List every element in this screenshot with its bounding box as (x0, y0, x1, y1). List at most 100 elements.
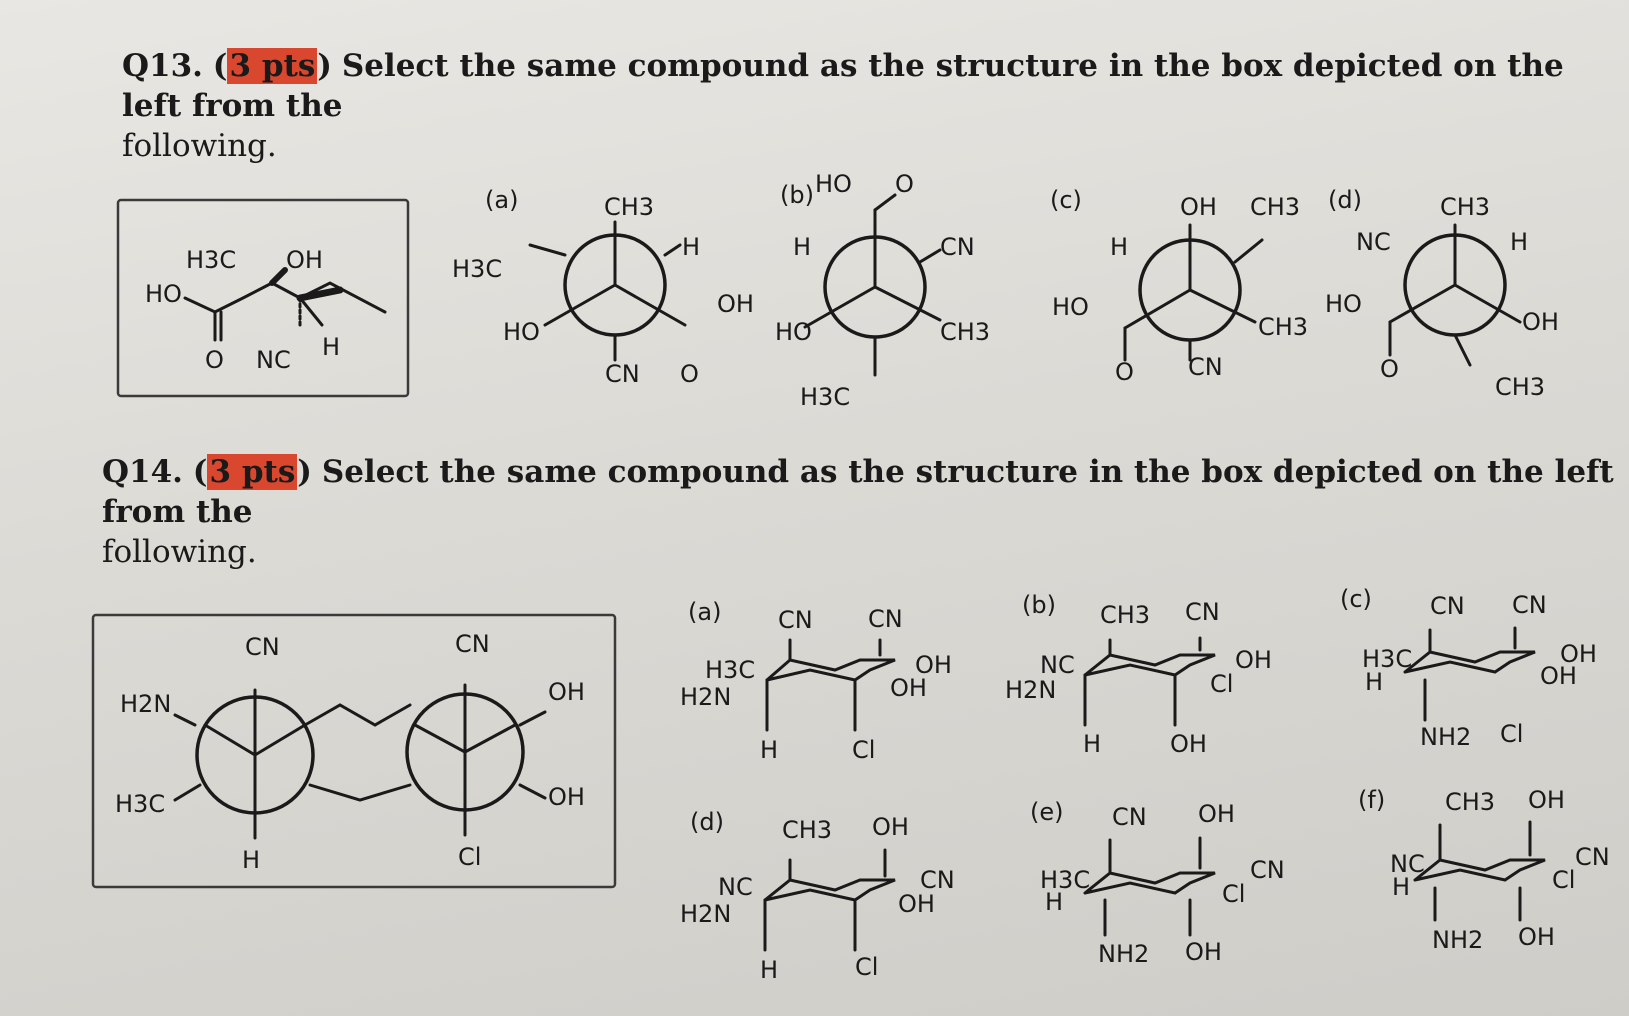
q14-option-c[interactable]: (c) CN CN H3C H OH OH NH2 Cl (1340, 585, 1597, 751)
q14-box-bond (203, 723, 257, 757)
q13-d-ch3: CH3 (1495, 373, 1545, 401)
q13-stem: Select the same compound as the structur… (122, 48, 1564, 124)
q13-a-o: O (680, 360, 699, 388)
q13-c-ch3: CH3 (1258, 313, 1308, 341)
q14-c-left2: H (1365, 668, 1383, 696)
q14-box-h: H (242, 846, 260, 874)
q14-c-left1: H3C (1362, 645, 1412, 673)
q14-d-right1: CN (920, 866, 955, 894)
q14-stem-line2: following. (102, 534, 257, 570)
q14-a-label: (a) (688, 598, 721, 626)
q14-b-right2: Cl (1210, 670, 1233, 698)
q13-d-ho: HO (1325, 290, 1362, 318)
q13-a-cn: CN (605, 360, 640, 388)
q13-b-ch3: CH3 (940, 318, 990, 346)
q13-a-ch3: CH3 (604, 193, 654, 221)
q14-c-bot1: NH2 (1420, 723, 1471, 751)
q14-b-bot1: H (1083, 730, 1101, 758)
q13-a-ho: HO (503, 318, 540, 346)
q14-f-chair (1413, 858, 1546, 882)
q13-a-bond (663, 243, 682, 257)
q14-a-bot1: H (760, 736, 778, 764)
q13-a-h3c: H3C (452, 255, 502, 283)
q14-question: Q14. (3 pts) Select the same compound as… (102, 452, 1629, 572)
q14-box-h3c: H3C (115, 790, 165, 818)
q14-e-right2: Cl (1222, 880, 1245, 908)
q14-b-top2: CN (1185, 598, 1220, 626)
q13-open-paren: ( (212, 48, 228, 84)
q13-box-wedge-oh (269, 267, 288, 286)
q14-a-chair (765, 658, 896, 682)
q13-d-bond (1388, 283, 1457, 324)
q13-b-ho: HO (775, 318, 812, 346)
q13-points-badge: 3 pts (227, 48, 318, 84)
q13-c-o: O (1115, 358, 1134, 386)
q13-question: Q13. (3 pts) Select the same compound as… (122, 46, 1629, 166)
q13-stem-line2: following. (122, 128, 277, 164)
q14-box-bond (173, 713, 197, 727)
q14-b-bot2: OH (1170, 730, 1207, 758)
q13-b-bond (873, 193, 897, 212)
q13-box-h: H (322, 333, 340, 361)
q14-option-e[interactable]: (e) CN OH H3C H CN Cl NH2 OH (1030, 798, 1285, 968)
q13-d-o: O (1380, 355, 1399, 383)
q13-d-bond (1453, 283, 1522, 324)
q14-c-bot2: Cl (1500, 720, 1523, 748)
q13-box-o: O (205, 346, 224, 374)
q14-b-right1: OH (1235, 646, 1272, 674)
q13-box-h3c: H3C (186, 246, 236, 274)
q14-box-bond (253, 723, 307, 757)
q13-d-nc: NC (1356, 228, 1391, 256)
q14-c-top1: CN (1430, 592, 1465, 620)
q14-a-left2: H2N (680, 683, 731, 711)
q14-e-bot1: NH2 (1098, 940, 1149, 968)
q13-c-bond (1188, 288, 1257, 324)
q14-f-bot1: NH2 (1432, 926, 1483, 954)
q14-f-top2: OH (1528, 786, 1565, 814)
q14-d-label: (d) (690, 808, 724, 836)
q14-d-top1: CH3 (782, 816, 832, 844)
q14-box-bond (413, 723, 467, 754)
q14-f-right1: CN (1575, 843, 1610, 871)
q14-d-left1: NC (718, 873, 753, 901)
q14-close-paren: ) (297, 454, 312, 490)
q14-box-cn-right: CN (455, 630, 490, 658)
q13-a-bond (528, 243, 567, 257)
q14-c-chair (1403, 650, 1536, 674)
q14-a-right2: OH (890, 674, 927, 702)
q14-f-left1: NC (1390, 850, 1425, 878)
q14-reference-structure: CN CN H2N H3C OH OH H Cl (91, 613, 617, 889)
q13-d-ch3-top: CH3 (1440, 193, 1490, 221)
q13-b-h3c: H3C (800, 383, 850, 411)
q13-b-bond (803, 285, 877, 329)
q14-f-label: (f) (1358, 786, 1385, 814)
q13-reference-structure: H3C OH HO O NC H (116, 198, 410, 398)
q13-b-cn: CN (940, 233, 975, 261)
q14-box-bond (173, 783, 202, 802)
q14-option-f[interactable]: (f) CH3 OH NC H CN Cl NH2 OH (1358, 786, 1610, 954)
q14-b-label: (b) (1022, 591, 1056, 619)
q13-option-d[interactable]: (d) CH3 NC H HO OH O CH3 (1325, 186, 1559, 401)
q13-a-bond (543, 283, 617, 327)
q13-c-oh: OH (1180, 193, 1217, 221)
q14-e-bot2: OH (1185, 938, 1222, 966)
q14-option-a[interactable]: (a) CN CN H3C H2N OH OH H Cl (680, 598, 952, 764)
q14-stem: Select the same compound as the structur… (102, 454, 1614, 530)
q14-number: Q14. (102, 454, 183, 490)
q14-option-b[interactable]: (b) CH3 CN NC H2N OH Cl H OH (1005, 591, 1272, 758)
q14-b-top1: CH3 (1100, 601, 1150, 629)
q14-c-label: (c) (1340, 585, 1372, 613)
q13-box-wedge-ethyl (296, 286, 344, 302)
q14-a-top1: CN (778, 606, 813, 634)
q14-option-d[interactable]: (d) CH3 OH NC H2N CN OH H Cl (680, 808, 955, 984)
q14-d-left2: H2N (680, 900, 731, 928)
q13-box-chain (183, 281, 387, 314)
q13-option-a[interactable]: (a) CH3 H3C H HO OH CN O (452, 186, 754, 388)
q14-box-cn-left: CN (245, 633, 280, 661)
q13-option-c[interactable]: (c) OH CH3 H HO CH3 O CN (1050, 186, 1308, 386)
q13-option-b[interactable]: (b) HO O H CN HO CH3 H3C (775, 170, 990, 411)
q14-b-left1: NC (1040, 651, 1075, 679)
q14-a-right1: OH (915, 651, 952, 679)
q14-c-right2: OH (1540, 662, 1577, 690)
q13-b-bond (918, 248, 942, 264)
